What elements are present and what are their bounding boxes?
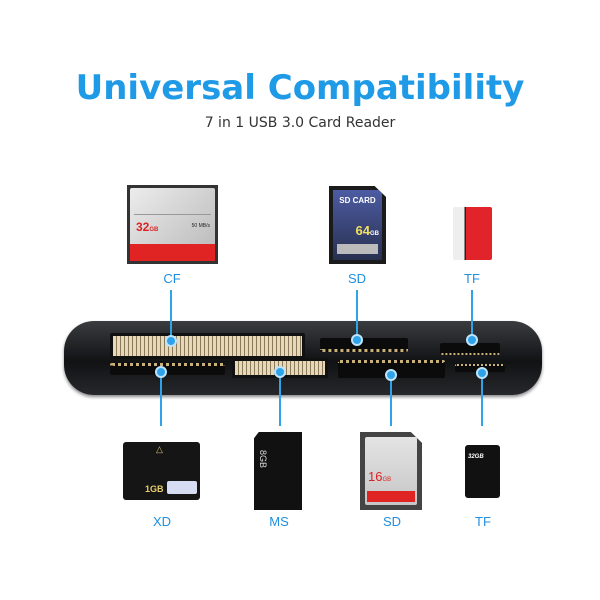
tf-slot-top bbox=[440, 343, 500, 355]
cf-slot bbox=[110, 333, 305, 359]
connector-line bbox=[471, 290, 473, 340]
sd-unit: GB bbox=[370, 231, 379, 237]
page-subtitle: 7 in 1 USB 3.0 Card Reader bbox=[204, 115, 396, 131]
xd-slot bbox=[110, 363, 225, 375]
sd-brand: SD CARD bbox=[339, 196, 376, 205]
xd-capacity: 1GB bbox=[145, 484, 164, 494]
label-sd-top: SD bbox=[347, 271, 367, 286]
label-ms: MS bbox=[269, 514, 289, 529]
label-sd-bottom: SD bbox=[382, 514, 402, 529]
tf-capacity: 32GB bbox=[468, 454, 484, 460]
connector-line bbox=[356, 290, 358, 340]
connector-dot bbox=[155, 366, 167, 378]
xd-card-image: △ 1GB bbox=[123, 442, 200, 500]
sd16-capacity: 16 bbox=[368, 469, 383, 484]
connector-dot bbox=[385, 369, 397, 381]
tf-card-image bbox=[453, 207, 492, 260]
ms-capacity: 8GB bbox=[258, 450, 268, 469]
label-xd: XD bbox=[152, 514, 172, 529]
label-tf-bottom: TF bbox=[475, 514, 491, 529]
ms-card-image: 8GB bbox=[254, 432, 302, 510]
label-tf-top: TF bbox=[464, 271, 480, 286]
sd16-unit: GB bbox=[382, 477, 392, 483]
sd-capacity: 64 bbox=[355, 223, 370, 238]
cf-unit: GB bbox=[149, 227, 159, 233]
sd-card-16-image: 16GB bbox=[360, 432, 422, 510]
connector-line bbox=[170, 290, 172, 340]
connector-dot bbox=[466, 334, 478, 346]
connector-line bbox=[390, 376, 392, 426]
page-title: Universal Compatibility bbox=[75, 68, 525, 108]
tf-card-black-image: 32GB bbox=[465, 445, 500, 498]
connector-line bbox=[279, 374, 281, 426]
connector-dot bbox=[165, 335, 177, 347]
cf-card-image: 32GB 50 MB/s bbox=[127, 185, 218, 264]
cf-speed: 50 MB/s bbox=[191, 223, 210, 229]
connector-dot bbox=[274, 366, 286, 378]
connector-line bbox=[481, 374, 483, 426]
cf-capacity: 32 bbox=[136, 220, 150, 234]
connector-dot bbox=[476, 367, 488, 379]
sd-card-image: SD CARD 64GB bbox=[329, 186, 386, 264]
connector-line bbox=[160, 374, 162, 426]
connector-dot bbox=[351, 334, 363, 346]
label-cf: CF bbox=[163, 271, 181, 286]
sd-slot-top bbox=[320, 338, 408, 352]
